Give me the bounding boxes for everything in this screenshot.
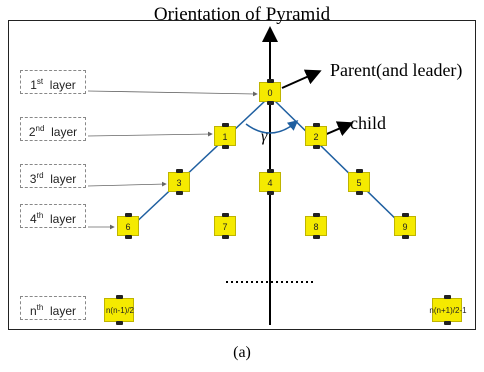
layer-box-4: 4th layer	[20, 204, 86, 228]
layer2-pointer	[87, 131, 213, 137]
child-label: child	[350, 113, 386, 133]
robot-node-4: 4	[259, 169, 281, 195]
layer1-pointer	[87, 90, 258, 97]
robot-node-last-of-nth: n(n+1)/2-1	[429, 295, 467, 325]
robot-node-6: 6	[117, 213, 139, 239]
robot-node-3: 3	[168, 169, 190, 195]
robot-node-8: 8	[305, 213, 327, 239]
robot-node-0: 0	[259, 79, 281, 105]
parent-arrow	[281, 69, 322, 89]
layer-box-2: 2nd layer	[20, 117, 86, 141]
edge-left	[129, 99, 267, 229]
robot-node-7: 7	[214, 213, 236, 239]
parent-label: Parent(and leader)	[330, 60, 463, 80]
robot-node-first-of-nth: n(n-1)/2	[104, 295, 134, 325]
angle-arrow	[286, 120, 299, 131]
layer3-pointer	[87, 181, 167, 187]
robot-node-1: 1	[214, 123, 236, 149]
robot-node-9: 9	[394, 213, 416, 239]
robot-node-2: 2	[305, 123, 327, 149]
layer-box-n: nth layer	[20, 296, 86, 320]
layer-box-3: 3rd layer	[20, 164, 86, 188]
angle-label: γ	[261, 128, 268, 145]
figure-caption: (a)	[233, 344, 251, 361]
layer-box-1: 1st layer	[20, 70, 86, 94]
robot-node-5: 5	[348, 169, 370, 195]
diagram-frame	[8, 20, 476, 330]
diagram-title: Orientation of Pyramid	[153, 4, 331, 25]
